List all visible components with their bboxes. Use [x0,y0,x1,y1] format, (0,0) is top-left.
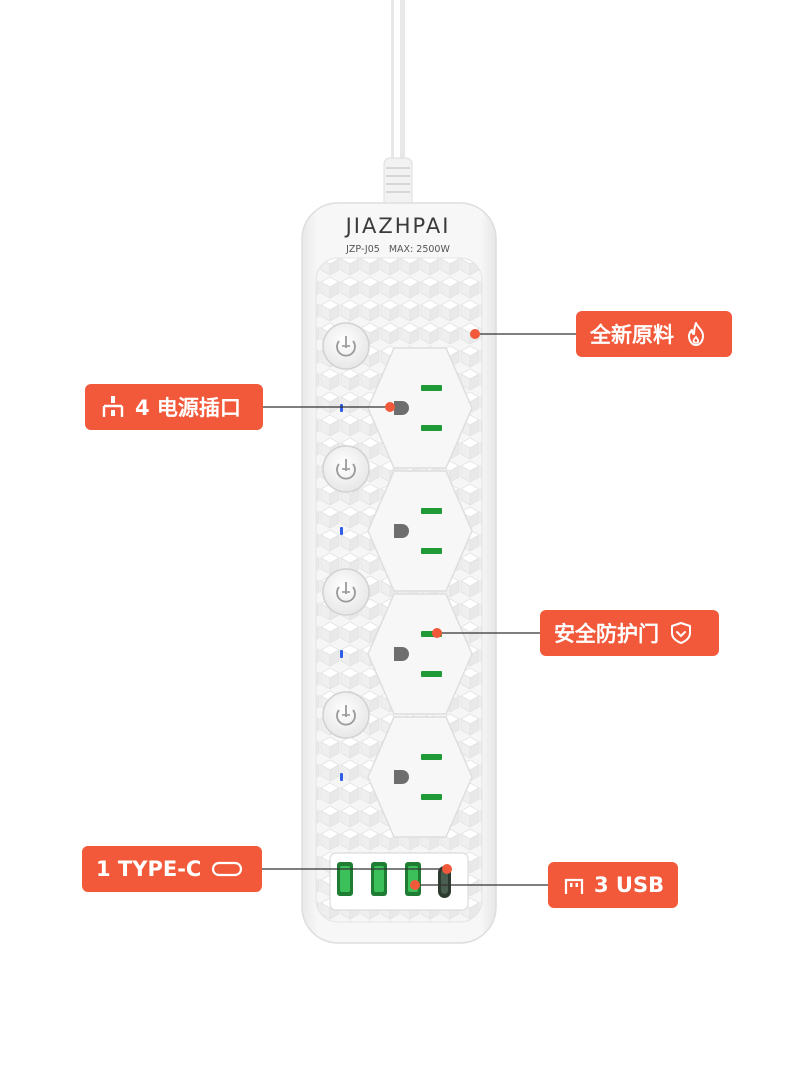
callout-sockets-label: 4 电源插口 [135,396,241,420]
callout-raw-material-label: 全新原料 [590,323,674,347]
ground-hole [394,524,409,538]
power-button[interactable] [322,322,370,370]
usb-a-port [337,862,353,896]
callout-safety-door: 安全防护门 [540,610,719,656]
ground-hole [394,770,409,784]
indicator-light [340,650,343,658]
ground-hole [394,401,409,415]
power-icon [336,705,356,726]
hot-slot [421,508,442,514]
power-icon [336,336,356,357]
brand-text: JIAZHPAI [344,214,451,238]
callout-usb: 3 USB [548,862,678,908]
hot-slot [421,385,442,391]
outlet-unit [322,691,473,838]
outlet-socket [367,470,473,592]
power-button[interactable] [322,445,370,493]
usb-a-port [371,862,387,896]
flame-icon [682,320,710,348]
callout-usb-label: 3 USB [594,873,665,897]
plug-icon [99,393,127,421]
callout-typec-label: 1 TYPE-C [96,857,202,881]
hot-slot [421,754,442,760]
callout-typec: 1 TYPE-C [82,846,262,892]
strain-relief [383,157,413,209]
callout-raw-material: 全新原料 [576,311,732,357]
neutral-slot [421,671,442,677]
leader-dots [385,329,480,890]
neutral-slot [421,794,442,800]
neutral-slot [421,425,442,431]
power-icon [336,459,356,480]
callout-sockets: 4 电源插口 [85,384,263,430]
leader-lines [262,333,576,886]
indicator-light [340,773,343,781]
usb-panel [329,852,469,911]
indicator-light [340,404,343,412]
power-icon [336,582,356,603]
usb-a-port [405,862,421,896]
typec-port [438,866,451,898]
neutral-slot [421,548,442,554]
shield-check-icon [667,619,695,647]
outlet-socket [367,716,473,838]
callout-safety-door-label: 安全防护门 [554,622,659,646]
power-button[interactable] [322,691,370,739]
indicator-light [340,527,343,535]
power-button[interactable] [322,568,370,616]
outlet-unit [322,445,473,592]
outlet-socket [367,347,473,469]
typec-port-icon [209,855,245,883]
outlet-unit [322,322,473,469]
usb-port-icon [562,871,586,899]
model-text: JZP-J05 MAX: 2500W [345,244,450,255]
ground-hole [394,647,409,661]
